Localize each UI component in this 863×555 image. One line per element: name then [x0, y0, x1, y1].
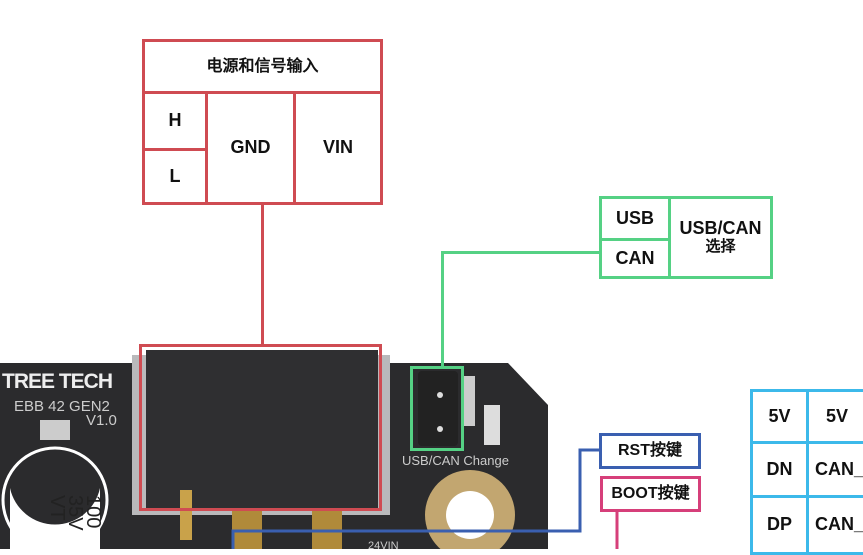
switch-leader-h: [441, 251, 599, 254]
rst-button-label: RST按键: [599, 433, 701, 469]
can-pin-5v: 5V: [806, 389, 863, 444]
can-pin-l: CAN_L: [806, 441, 863, 498]
power-connector: [146, 350, 378, 508]
usb-pin-dp: DP: [750, 495, 809, 555]
pin-vin: VIN: [293, 91, 383, 205]
select-desc-line1: USB/CAN: [679, 218, 762, 239]
version-silk: V1.0: [86, 412, 117, 429]
can-pin-h: CAN_H: [806, 495, 863, 555]
power-leader-line: [261, 205, 264, 346]
power-connector-highlight: [139, 344, 382, 511]
select-desc-line2: 选择: [705, 238, 736, 256]
switch-silk: USB/CAN Change: [402, 453, 509, 468]
usb-can-jumper: [418, 371, 458, 446]
switch-leader-v: [441, 251, 444, 368]
usb-pin-5v: 5V: [750, 389, 809, 444]
jumper-highlight: [410, 366, 464, 451]
select-desc: USB/CAN 选择: [668, 196, 773, 279]
model-silk: EBB 42 GEN2: [14, 398, 110, 415]
brand-silk: TREE TECH: [2, 370, 113, 393]
boot-button-label: BOOT按键: [600, 476, 701, 512]
usb-pin-dn: DN: [750, 441, 809, 498]
